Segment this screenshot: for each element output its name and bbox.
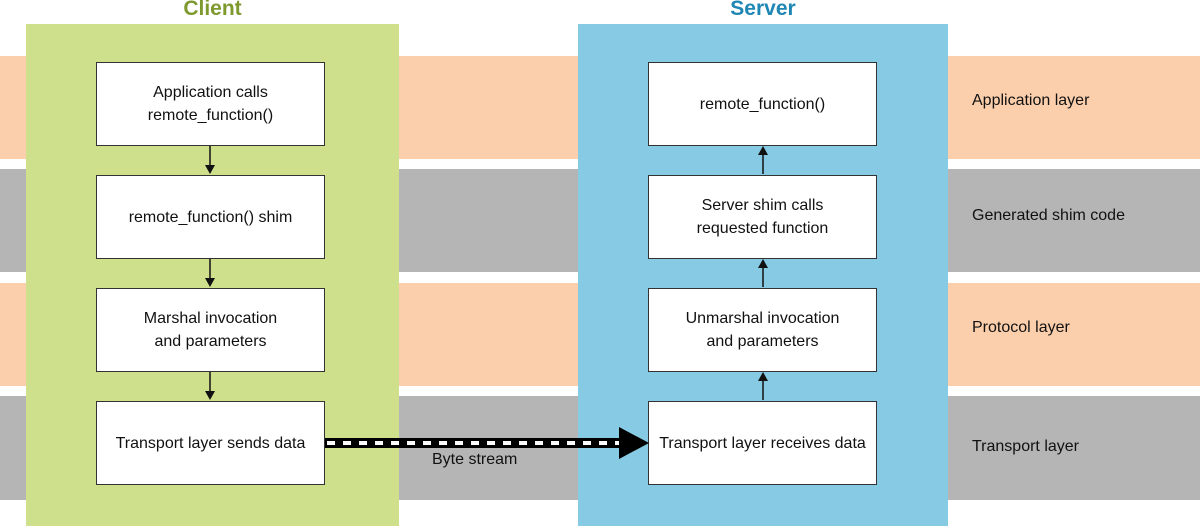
client-flow-arrow-3	[205, 372, 215, 400]
layer-label-protocol: Protocol layer	[972, 319, 1070, 336]
client-app-call-text: Application calls remote_function()	[147, 84, 274, 124]
server-shim-text: Server shim calls requested function	[696, 197, 829, 237]
client-transport-box: Transport layer sends data	[96, 401, 325, 485]
server-flow-arrow-2	[758, 259, 768, 287]
server-function-text: remote_function()	[699, 95, 826, 113]
client-marshal-box: Marshal invocation and parameters	[96, 288, 325, 372]
layer-label-transport: Transport layer	[972, 438, 1079, 455]
byte-stream-arrow	[325, 427, 649, 459]
client-flow-arrow-2	[205, 259, 215, 287]
client-title: Client	[183, 0, 242, 20]
server-unmarshal-box: Unmarshal invocation and parameters	[648, 288, 877, 372]
byte-stream-label: Byte stream	[432, 451, 518, 468]
client-shim-box: remote_function() shim	[96, 175, 325, 259]
client-flow-arrow-1	[205, 146, 215, 174]
layer-label-application: Application layer	[972, 92, 1090, 109]
server-flow-arrow-3	[758, 146, 768, 174]
server-transport-text: Transport layer receives data	[659, 434, 866, 452]
server-title: Server	[730, 0, 796, 20]
server-flow-arrow-1	[758, 372, 768, 400]
client-marshal-text: Marshal invocation and parameters	[143, 310, 278, 350]
client-transport-text: Transport layer sends data	[115, 434, 306, 452]
server-unmarshal-text: Unmarshal invocation and parameters	[685, 310, 840, 350]
server-function-box: remote_function()	[648, 62, 877, 146]
client-app-call-box: Application calls remote_function()	[96, 62, 325, 146]
layer-label-shim: Generated shim code	[972, 207, 1125, 224]
client-shim-text: remote_function() shim	[128, 208, 293, 226]
server-transport-box: Transport layer receives data	[648, 401, 877, 485]
server-shim-box: Server shim calls requested function	[648, 175, 877, 259]
